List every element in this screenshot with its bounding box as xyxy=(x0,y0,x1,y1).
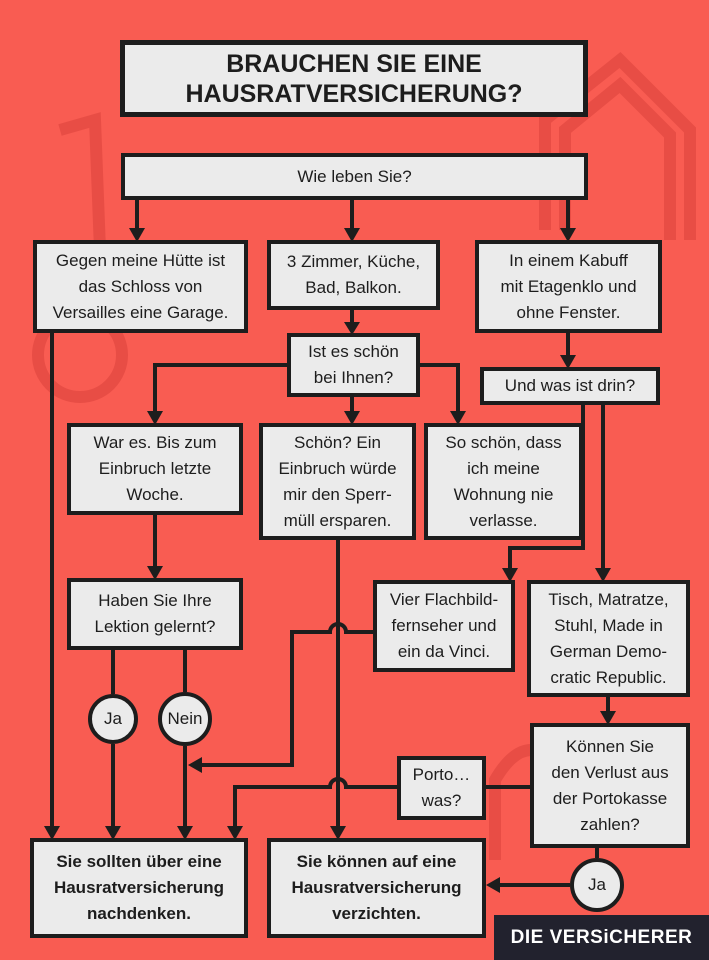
arrowheads xyxy=(44,228,616,893)
option-castle: Gegen meine Hütte ist das Schloss von Ve… xyxy=(33,240,248,333)
question-lesson-learned: Haben Sie Ihre Lektion gelernt? xyxy=(67,578,243,650)
answer-yes-circle: Ja xyxy=(88,694,138,744)
answer-tvs: Vier Flachbild- fernseher und ein da Vin… xyxy=(373,580,515,672)
question-contents: Und was ist drin? xyxy=(480,367,660,405)
question-portokasse: Können Sie den Verlust aus der Portokass… xyxy=(530,723,690,848)
result-skip-insurance: Sie können auf eine Hausratversicherung … xyxy=(267,838,486,938)
question-is-it-nice: Ist es schön bei Ihnen? xyxy=(287,333,420,397)
option-kabuff: In einem Kabuff mit Etagenklo und ohne F… xyxy=(475,240,662,333)
page-title: BRAUCHEN SIE EINE HAUSRATVERSICHERUNG? xyxy=(120,40,588,117)
result-need-insurance: Sie sollten über eine Hausratversicherun… xyxy=(30,838,248,938)
answer-burglary: War es. Bis zum Einbruch letzte Woche. xyxy=(67,423,243,515)
brand-logo: DIE VERSiCHERER xyxy=(494,915,709,960)
option-flat: 3 Zimmer, Küche, Bad, Balkon. xyxy=(267,240,440,310)
answer-yes-circle-2: Ja xyxy=(570,858,624,912)
answer-gdr-furniture: Tisch, Matratze, Stuhl, Made in German D… xyxy=(527,580,690,697)
answer-never-leave: So schön, dass ich meine Wohnung nie ver… xyxy=(424,423,583,540)
answer-porto-what: Porto… was? xyxy=(397,756,486,820)
question-how-do-you-live: Wie leben Sie? xyxy=(121,153,588,200)
answer-sperrmuell: Schön? Ein Einbruch würde mir den Sperr-… xyxy=(259,423,416,540)
connector-lines xyxy=(50,200,610,887)
answer-no-circle: Nein xyxy=(158,692,212,746)
